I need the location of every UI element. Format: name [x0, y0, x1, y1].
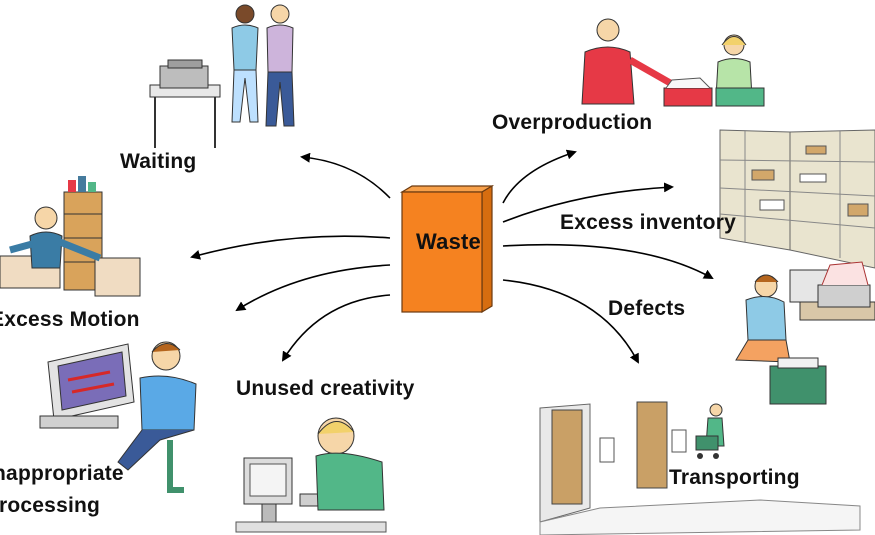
label-defects: Defects [608, 297, 686, 320]
arrow-excess-motion [190, 235, 391, 260]
worker-at-monitor-icon [39, 341, 197, 493]
label-inappropriate-processing-line2: processing [0, 494, 101, 517]
label-overproduction: Overproduction [492, 111, 653, 134]
arrow-transporting [502, 279, 639, 364]
bored-worker-at-computer-icon [235, 417, 387, 533]
cart-in-hallway-icon [539, 401, 861, 535]
arrow-defects [502, 243, 714, 279]
arrows [190, 149, 714, 364]
label-excess-inventory: Excess inventory [560, 211, 736, 234]
arrow-unused-creativity [281, 294, 391, 362]
worker-at-printer-icon [735, 261, 875, 405]
workers-with-baskets-icon [581, 18, 765, 107]
waste-book-icon [399, 184, 495, 314]
arrow-excess-inventory [502, 182, 674, 223]
label-transporting: Transporting [669, 466, 800, 489]
inventory-shelves-icon [719, 129, 875, 269]
center-label-waste: Waste [416, 229, 481, 254]
arrow-waiting [300, 152, 391, 199]
arrow-inappropriate-processing [235, 264, 391, 312]
label-excess-motion: Excess Motion [0, 308, 140, 331]
reaching-worker-icon [0, 176, 141, 297]
label-waiting: Waiting [120, 150, 197, 173]
label-unused-creativity: Unused creativity [236, 377, 415, 400]
office-workers-at-copier-icon [149, 4, 295, 148]
arrow-overproduction [502, 149, 577, 204]
label-inappropriate-processing-line1: Inappropriate [0, 462, 124, 485]
